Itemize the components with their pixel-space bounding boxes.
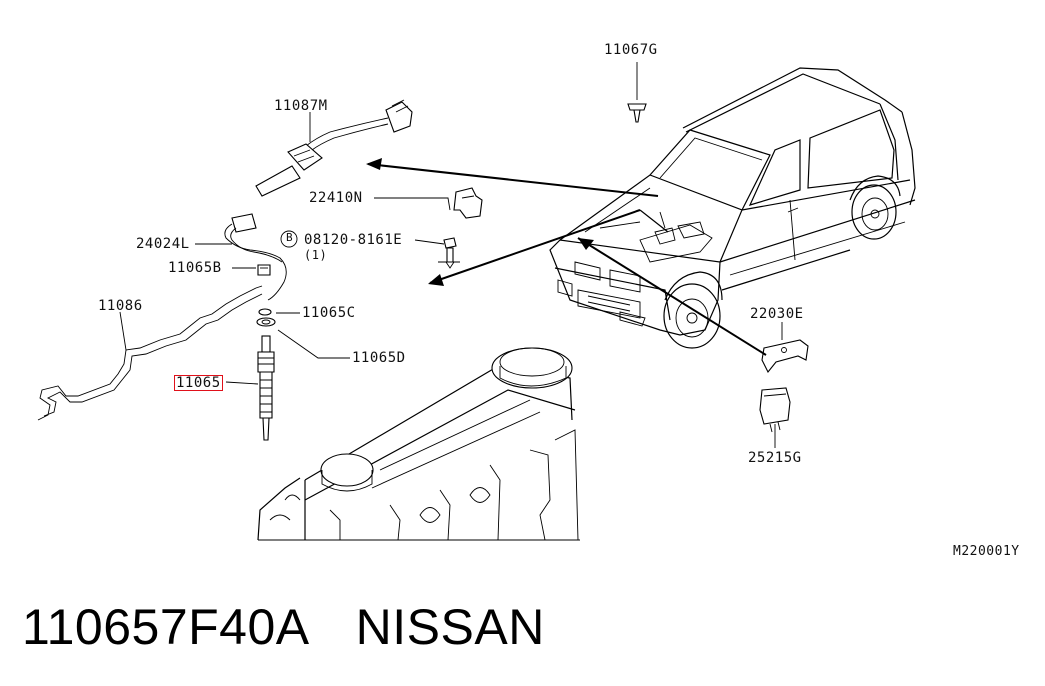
label-24024l[interactable]: 24024L (136, 236, 190, 252)
washer-11065c (256, 317, 276, 327)
relay-25215g (759, 387, 791, 425)
label-11087m[interactable]: 11087M (274, 98, 328, 114)
part-number-caption: 110657F40A NISSAN (22, 598, 545, 656)
label-25215g[interactable]: 25215G (748, 450, 802, 466)
sensor-11087m-illustration (255, 99, 413, 197)
bolt-marker-label: B (285, 231, 294, 244)
label-11065d[interactable]: 11065D (352, 350, 406, 366)
part-number: 110657F40A (22, 599, 310, 655)
clip-11067g (627, 103, 647, 123)
label-08120-8161e[interactable]: 08120-8161E (304, 232, 403, 248)
harness-24024l-illustration (224, 213, 287, 301)
connecting-plate-11086 (37, 285, 263, 421)
bolt-08120-8161e (438, 237, 460, 269)
label-11065-highlighted[interactable]: 11065 (174, 375, 223, 391)
bolt-marker-circle (280, 230, 298, 248)
glow-plug-illustration (257, 335, 275, 441)
label-11065c[interactable]: 11065C (302, 305, 356, 321)
bracket-22030e (761, 339, 809, 374)
diagram-reference-code: M220001Y (953, 544, 1020, 559)
label-11065b[interactable]: 11065B (168, 260, 222, 276)
nut-11065b (257, 264, 271, 276)
vehicle-illustration (549, 67, 916, 349)
label-22030e[interactable]: 22030E (750, 306, 804, 322)
label-11086[interactable]: 11086 (98, 298, 143, 314)
label-22410n[interactable]: 22410N (309, 190, 363, 206)
label-11067g[interactable]: 11067G (604, 42, 658, 58)
label-bolt-quantity: (1) (304, 248, 328, 262)
engine-block-illustration (257, 347, 580, 541)
bracket-22410n (453, 187, 483, 219)
brand-name: NISSAN (355, 599, 545, 655)
